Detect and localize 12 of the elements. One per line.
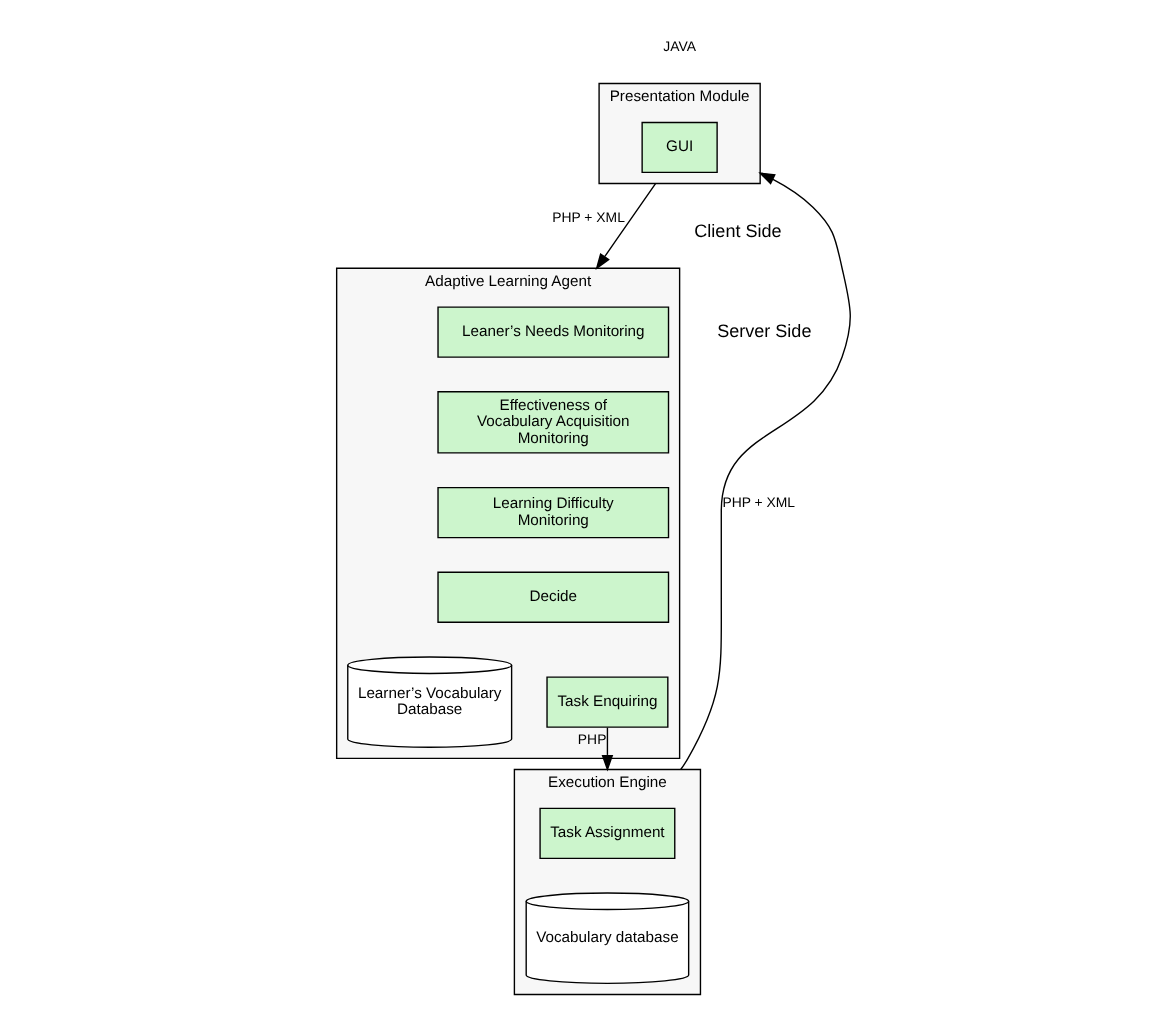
label: Client Side xyxy=(694,220,782,241)
arrow xyxy=(680,172,851,771)
label: Server Side xyxy=(717,320,812,341)
node-box: Learning Difficulty Monitoring xyxy=(437,486,670,539)
arrow xyxy=(601,727,614,772)
node-box: Task Assignment xyxy=(539,807,676,860)
node-box: GUI xyxy=(641,121,718,174)
node-box: Decide xyxy=(437,571,670,623)
node-box: Task Enquiring xyxy=(546,676,669,728)
node-box: Effectiveness of Vocabulary Acquisition Monitoring xyxy=(437,391,670,454)
node-box: Leaner’s Needs Monitoring xyxy=(437,306,670,358)
arrow xyxy=(595,182,657,270)
